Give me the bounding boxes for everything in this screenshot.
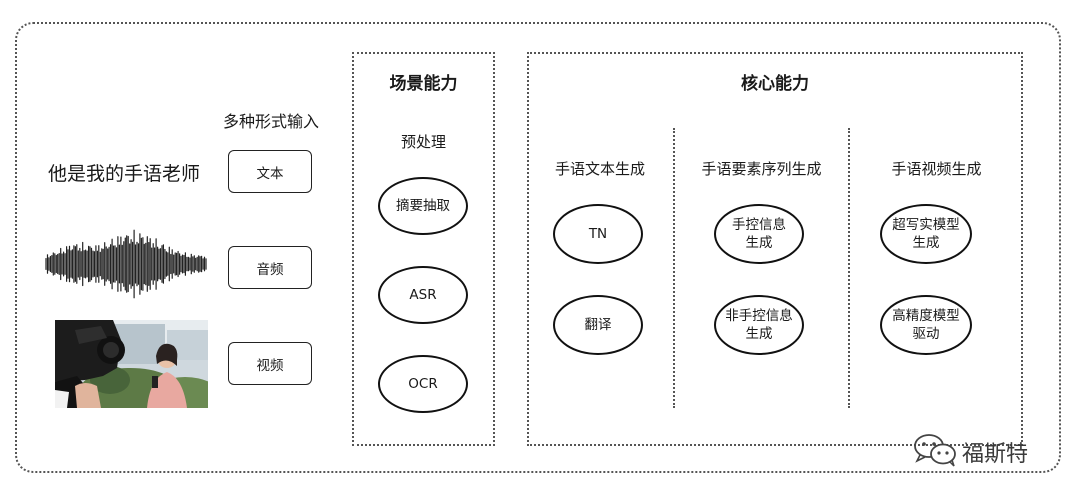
hyperreal-model-line2: 生成	[912, 235, 940, 251]
sign-text-generation-title: 手语文本生成	[554, 160, 645, 178]
manual-info-line2: 生成	[745, 235, 773, 251]
core-capability-panel	[527, 52, 1023, 446]
sign-element-sequence-title: 手语要素序列生成	[701, 160, 822, 178]
high-precision-model-line1: 高精度模型	[892, 308, 960, 324]
scene-title: 场景能力	[389, 74, 458, 94]
tn-node: TN	[553, 204, 643, 264]
hyperreal-model-line1: 超写实模型	[892, 217, 960, 233]
text-input-box: 文本	[228, 150, 312, 193]
video-thumbnail-image	[55, 320, 208, 408]
translation-label: 翻译	[584, 317, 612, 333]
column-divider	[848, 128, 850, 408]
tn-label: TN	[588, 226, 608, 242]
high-precision-model-line2: 驱动	[912, 326, 940, 342]
scene-capability-panel	[352, 52, 495, 446]
summary-extraction-label: 摘要抽取	[396, 198, 450, 214]
core-title: 核心能力	[741, 74, 809, 94]
non-manual-info-line2: 生成	[745, 326, 773, 342]
audio-waveform-icon	[45, 229, 207, 299]
non-manual-info-node: 非手控信息 生成	[714, 295, 804, 355]
asr-node: ASR	[378, 266, 468, 324]
outer-frame	[15, 22, 1061, 473]
asr-label: ASR	[409, 287, 437, 303]
hyperreal-model-node: 超写实模型 生成	[880, 204, 972, 264]
high-precision-model-node: 高精度模型 驱动	[880, 295, 972, 355]
wechat-icon	[914, 434, 956, 467]
ocr-label: OCR	[408, 376, 438, 392]
audio-input-box: 音频	[228, 246, 312, 289]
non-manual-info-line1: 非手控信息	[725, 308, 793, 324]
ocr-node: OCR	[378, 355, 468, 413]
summary-extraction-node: 摘要抽取	[378, 177, 468, 235]
input-title: 多种形式输入	[222, 112, 319, 131]
column-divider	[673, 128, 675, 408]
sign-video-generation-title: 手语视频生成	[891, 160, 982, 178]
preprocess-label: 预处理	[400, 133, 446, 151]
manual-info-line1: 手控信息	[732, 217, 786, 233]
translation-node: 翻译	[553, 295, 643, 355]
watermark-text: 福斯特	[962, 442, 1029, 467]
manual-info-node: 手控信息 生成	[714, 204, 804, 264]
example-text: 他是我的手语老师	[48, 163, 201, 185]
video-input-box: 视频	[228, 342, 312, 385]
